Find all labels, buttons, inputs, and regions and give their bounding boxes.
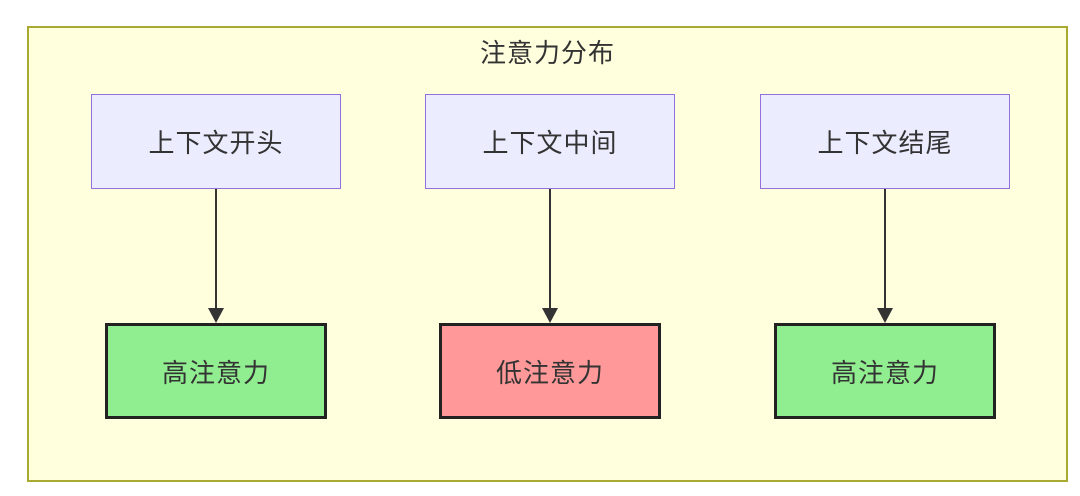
node-low-attention-middle: 低注意力 — [439, 323, 661, 419]
node-context-middle-label: 上下文中间 — [482, 128, 618, 158]
arrow-down-icon — [208, 189, 224, 323]
attention-distribution-container: 注意力分布 上下文开头 高注意力 上下文中间 低注意力 — [27, 26, 1068, 482]
column-context-end: 上下文结尾 高注意力 — [755, 94, 1015, 419]
diagram-title: 注意力分布 — [479, 38, 615, 68]
node-high-attention-start: 高注意力 — [105, 323, 327, 419]
node-high-attention-end: 高注意力 — [774, 323, 996, 419]
node-context-end: 上下文结尾 — [760, 94, 1010, 189]
column-context-middle: 上下文中间 低注意力 — [420, 94, 680, 419]
arrow-down-icon — [542, 189, 558, 323]
node-context-start: 上下文开头 — [91, 94, 341, 189]
node-context-start-label: 上下文开头 — [148, 128, 284, 158]
node-low-attention-middle-label: 低注意力 — [495, 357, 604, 388]
node-context-end-label: 上下文结尾 — [817, 128, 953, 158]
node-context-middle: 上下文中间 — [425, 94, 675, 189]
node-high-attention-start-label: 高注意力 — [161, 357, 270, 388]
arrow-down-icon — [877, 189, 893, 323]
column-context-start: 上下文开头 高注意力 — [86, 94, 346, 419]
node-high-attention-end-label: 高注意力 — [830, 357, 939, 388]
